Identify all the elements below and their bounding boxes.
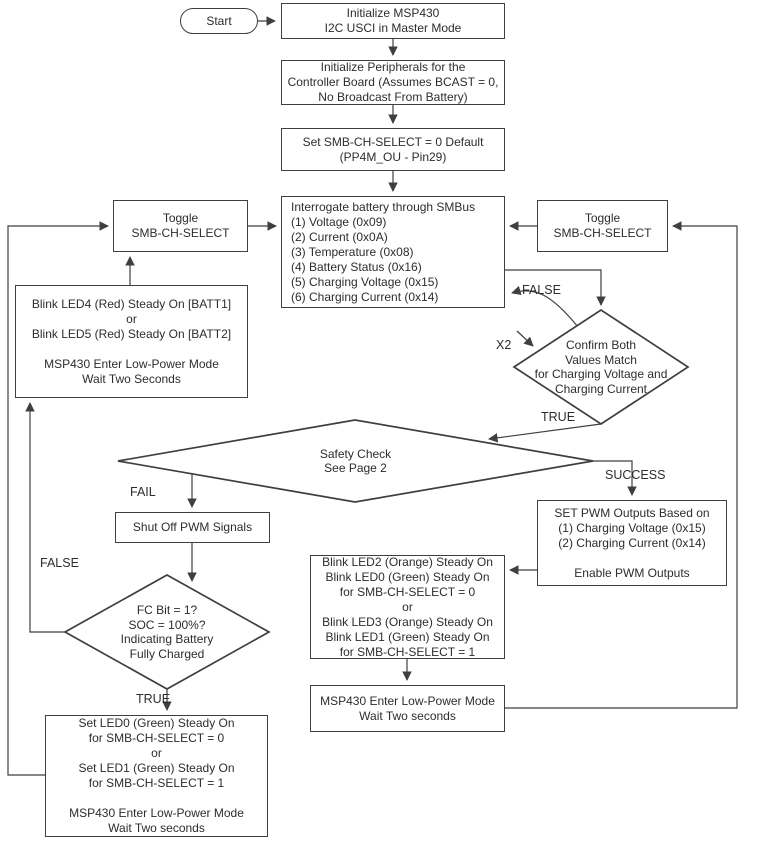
- node-set-smb-default-label: Set SMB-CH-SELECT = 0 Default (PP4M_OU -…: [302, 134, 484, 164]
- node-start-label: Start: [206, 13, 232, 28]
- node-set-pwm-outputs-label: SET PWM Outputs Based on (1) Charging Vo…: [554, 505, 710, 580]
- fc-bit-diamond-label: FC Bit = 1? SOC = 100%? Indicating Batte…: [120, 603, 214, 661]
- node-set-green-leds-label: Set LED0 (Green) Steady On for SMB-CH-SE…: [69, 716, 244, 835]
- label-success: SUCCESS: [605, 468, 666, 482]
- node-toggle-smb-left-label: Toggle SMB-CH-SELECT: [131, 211, 230, 240]
- node-toggle-smb-left: Toggle SMB-CH-SELECT: [113, 200, 248, 252]
- node-initialize-peripherals-label: Initialize Peripherals for the Controlle…: [287, 60, 499, 104]
- node-toggle-smb-right-label: Toggle SMB-CH-SELECT: [553, 211, 652, 240]
- edge-lowpower-loop-to-toggleright: [505, 221, 738, 709]
- safety-check-diamond-label: Safety Check See Page 2: [319, 446, 392, 476]
- node-blink-red-leds: Blink LED4 (Red) Steady On [BATT1] or Bl…: [15, 285, 248, 398]
- edge-x2-pointer: [516, 330, 534, 347]
- node-toggle-smb-right: Toggle SMB-CH-SELECT: [537, 200, 668, 252]
- node-blink-charge-leds: Blink LED2 (Orange) Steady On Blink LED0…: [310, 555, 505, 659]
- edge-fcbit-false-to-blinkred: [25, 402, 65, 633]
- edge-safety-success-to-setpwm: [593, 460, 637, 496]
- node-shut-off-pwm-label: Shut Off PWM Signals: [132, 520, 253, 534]
- node-start: Start: [180, 8, 258, 34]
- node-set-green-leds: Set LED0 (Green) Steady On for SMB-CH-SE…: [45, 715, 268, 837]
- edge-setgreen-loop-to-toggleleft: [7, 221, 109, 776]
- fc-bit-diamond: [63, 574, 271, 690]
- label-fcbit-true: TRUE: [136, 692, 171, 706]
- confirm-match-diamond-label: Confirm Both Values Match for Charging V…: [534, 338, 668, 396]
- safety-check-diamond: [117, 419, 594, 503]
- node-set-smb-default: Set SMB-CH-SELECT = 0 Default (PP4M_OU -…: [281, 128, 505, 171]
- node-interrogate-battery: Interrogate battery through SMBus (1) Vo…: [281, 196, 505, 308]
- confirm-match-diamond: [512, 308, 690, 426]
- node-interrogate-battery-label: Interrogate battery through SMBus (1) Vo…: [291, 199, 476, 304]
- node-set-pwm-outputs: SET PWM Outputs Based on (1) Charging Vo…: [537, 500, 727, 586]
- label-x2: X2: [496, 338, 512, 352]
- node-initialize-peripherals: Initialize Peripherals for the Controlle…: [281, 60, 505, 105]
- node-low-power-wait: MSP430 Enter Low-Power Mode Wait Two sec…: [310, 685, 505, 732]
- node-blink-red-leds-label: Blink LED4 (Red) Steady On [BATT1] or Bl…: [31, 296, 232, 386]
- label-fcbit-false: FALSE: [40, 556, 79, 570]
- node-blink-charge-leds-label: Blink LED2 (Orange) Steady On Blink LED0…: [322, 554, 493, 659]
- node-shut-off-pwm: Shut Off PWM Signals: [115, 512, 270, 543]
- edge-confirm-true-to-safety: [488, 423, 602, 443]
- node-low-power-wait-label: MSP430 Enter Low-Power Mode Wait Two sec…: [320, 693, 495, 723]
- node-initialize-msp430-label: Initialize MSP430 I2C USCI in Master Mod…: [324, 6, 462, 35]
- label-confirm-true: TRUE: [541, 410, 576, 424]
- node-initialize-msp430: Initialize MSP430 I2C USCI in Master Mod…: [281, 3, 505, 39]
- edge-interrogate-to-confirm: [505, 269, 606, 306]
- label-confirm-false: FALSE: [522, 283, 561, 297]
- label-fail: FAIL: [130, 485, 156, 499]
- edge-confirm-false-return: [511, 285, 579, 328]
